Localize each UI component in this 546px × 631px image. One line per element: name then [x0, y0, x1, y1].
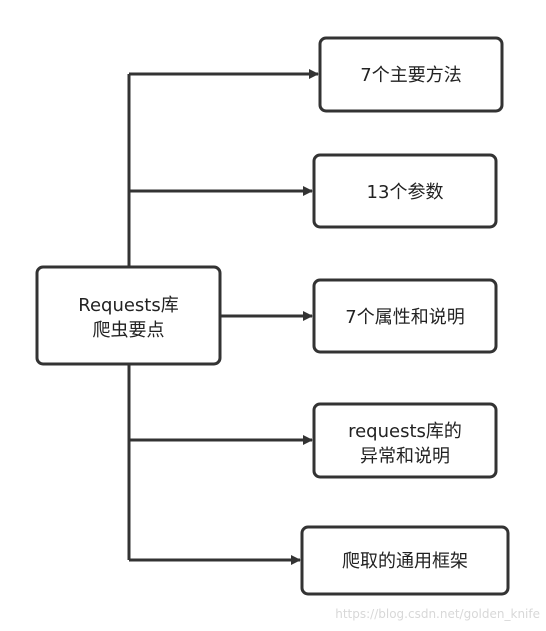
root-node[interactable]: Requests库 爬虫要点: [35, 265, 222, 366]
child-node-box: [312, 278, 498, 354]
child-node-parameters[interactable]: 13个参数: [312, 153, 498, 229]
child-node-box: [312, 153, 498, 229]
child-node-label-line-2: 异常和说明: [360, 446, 450, 467]
root-node-box: [35, 265, 222, 366]
child-node-attributes[interactable]: 7个属性和说明: [312, 278, 498, 354]
child-node-exceptions[interactable]: requests库的 异常和说明: [312, 402, 498, 479]
child-node-framework[interactable]: 爬取的通用框架: [300, 525, 510, 596]
root-node-label-line-1: Requests库: [78, 295, 179, 316]
child-node-box: [300, 525, 510, 596]
child-node-label: 7个主要方法: [360, 65, 461, 86]
child-node-label: 爬取的通用框架: [342, 551, 468, 572]
root-node-label-line-2: 爬虫要点: [93, 320, 165, 341]
child-node-box: [318, 36, 504, 113]
child-node-label: 7个属性和说明: [345, 307, 464, 328]
child-node-main-methods[interactable]: 7个主要方法: [318, 36, 504, 113]
child-node-box: [312, 402, 498, 479]
watermark: https://blog.csdn.net/golden_knife: [335, 607, 540, 621]
child-node-label: 13个参数: [367, 182, 444, 203]
child-node-label-line-1: requests库的: [348, 421, 462, 442]
